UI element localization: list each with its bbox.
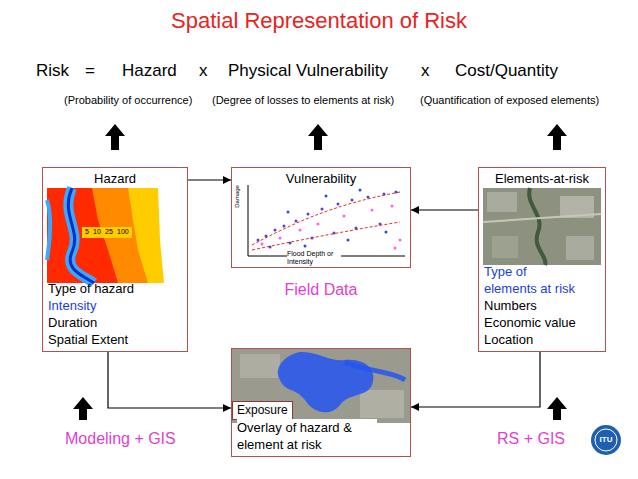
elements-box: Elements-at-riskType of elements at risk…: [478, 167, 606, 352]
itu-logo: [591, 425, 621, 455]
vulnerability-chart: [248, 185, 405, 256]
vulnerability-box: Vulnerability: [231, 167, 411, 268]
box-heading: Hazard: [48, 171, 182, 187]
legend-value: 10: [93, 228, 101, 236]
diagram-title: Spatial Representation of Risk: [0, 8, 638, 34]
logo-text: ITU: [596, 435, 616, 444]
box-body: Type of hazardIntensityDurationSpatial E…: [48, 280, 182, 348]
exposure-photo: [232, 349, 410, 423]
connector-arrow: [411, 209, 478, 210]
connector-arrow: [411, 352, 540, 407]
box-heading: Vulnerability: [237, 171, 405, 187]
connector-arrow: [188, 179, 231, 180]
box-text: Type of elements at risk: [484, 263, 579, 297]
box-tag: Exposure: [232, 401, 293, 420]
method-label: Modeling + GIS: [65, 430, 176, 448]
box-heading: Elements-at-risk: [484, 171, 600, 187]
box-text: Type of hazard: [48, 280, 182, 297]
box-text: Overlay of hazard & element at risk: [237, 419, 377, 453]
formula-term: Hazard: [122, 61, 177, 81]
axis-label: Damage: [234, 182, 241, 210]
axis-label: Flood Depth or Intensity: [287, 250, 341, 266]
legend-value: 5: [85, 228, 89, 236]
source-label: Field Data: [231, 281, 411, 299]
connector-arrow: [108, 352, 231, 408]
box-text: Economic value: [484, 314, 600, 331]
box-body: Type of elements at riskNumbersEconomic …: [484, 263, 600, 348]
formula-note: (Degree of losses to elements at risk): [212, 94, 394, 107]
box-text: Intensity: [48, 297, 182, 314]
formula-operator: =: [85, 61, 95, 81]
legend-value: 100: [117, 228, 129, 236]
legend-value: 25: [105, 228, 113, 236]
box-text: Spatial Extent: [48, 331, 182, 348]
aerial-photo: [483, 188, 601, 265]
method-label: RS + GIS: [497, 430, 565, 448]
formula-operator: x: [421, 61, 430, 81]
formula-note: (Quantification of exposed elements): [420, 94, 599, 107]
exposure-box: ExposureOverlay of hazard & element at r…: [231, 348, 411, 457]
formula-note: (Probability of occurrence): [64, 94, 192, 107]
formula-term: Cost/Quantity: [455, 61, 558, 81]
box-text: Numbers: [484, 297, 600, 314]
box-body: Overlay of hazard & element at risk: [237, 419, 405, 453]
formula-term: Risk: [36, 61, 69, 81]
formula-operator: x: [199, 61, 208, 81]
box-text: Location: [484, 331, 600, 348]
hazard-map: [47, 188, 172, 283]
hazard-box: HazardType of hazardIntensityDurationSpa…: [42, 167, 188, 352]
box-text: Duration: [48, 314, 182, 331]
formula-term: Physical Vulnerability: [228, 61, 388, 81]
